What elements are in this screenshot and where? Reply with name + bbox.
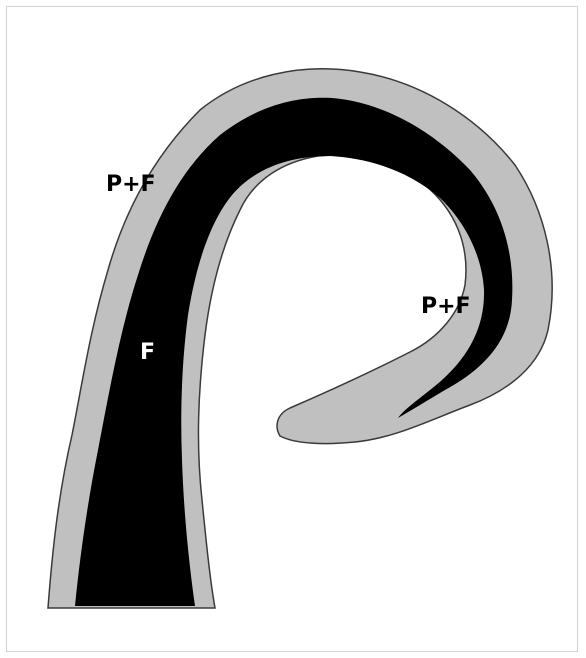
label-pf-right: P+F xyxy=(421,294,471,319)
label-pf-left: P+F xyxy=(106,172,156,197)
label-f-inner: F xyxy=(140,340,155,365)
